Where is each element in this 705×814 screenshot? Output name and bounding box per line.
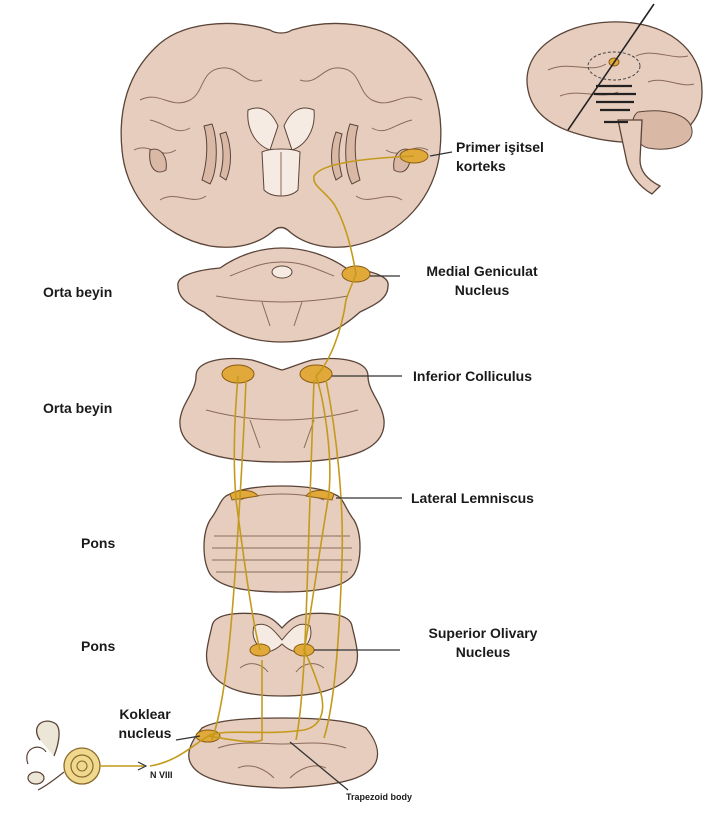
inferior-colliculus: [300, 365, 332, 383]
cochlea-icon: [27, 721, 100, 790]
level-label-pons-2: Pons: [81, 637, 115, 656]
label-mgn-line1: Medial Geniculat: [412, 262, 552, 281]
level-label-midbrain-1: Orta beyin: [43, 283, 112, 302]
level-label-pons-1: Pons: [81, 534, 115, 553]
label-mgn-line2: Nucleus: [412, 281, 552, 300]
brain-orientation-inset: [527, 4, 702, 194]
coronal-cerebrum-section: [121, 24, 441, 248]
label-nerve-viii: N VIII: [150, 770, 173, 781]
midbrain-section-lower: [180, 359, 384, 462]
level-label-midbrain-2: Orta beyin: [43, 399, 112, 418]
pons-section-lower: [207, 613, 358, 696]
label-primary-cortex-line2: korteks: [456, 157, 544, 176]
pons-section-upper: [204, 486, 360, 592]
label-superior-olivary: Superior Olivary Nucleus: [410, 624, 556, 662]
midbrain-section-upper: [178, 248, 388, 342]
label-medial-geniculate: Medial Geniculat Nucleus: [412, 262, 552, 300]
label-inferior-colliculus: Inferior Colliculus: [413, 367, 532, 386]
label-superior-olivary-line2: Nucleus: [410, 643, 556, 662]
label-cochlear-line2: nucleus: [110, 724, 180, 743]
label-lateral-lemniscus: Lateral Lemniscus: [411, 489, 534, 508]
label-trapezoid-body: Trapezoid body: [346, 792, 412, 803]
label-primary-cortex-line1: Primer işitsel: [456, 138, 544, 157]
label-cochlear-line1: Koklear: [110, 705, 180, 724]
label-primary-auditory-cortex: Primer işitsel korteks: [456, 138, 544, 176]
medulla-section: [189, 718, 378, 788]
label-superior-olivary-line1: Superior Olivary: [410, 624, 556, 643]
label-cochlear-nucleus: Koklear nucleus: [110, 705, 180, 743]
